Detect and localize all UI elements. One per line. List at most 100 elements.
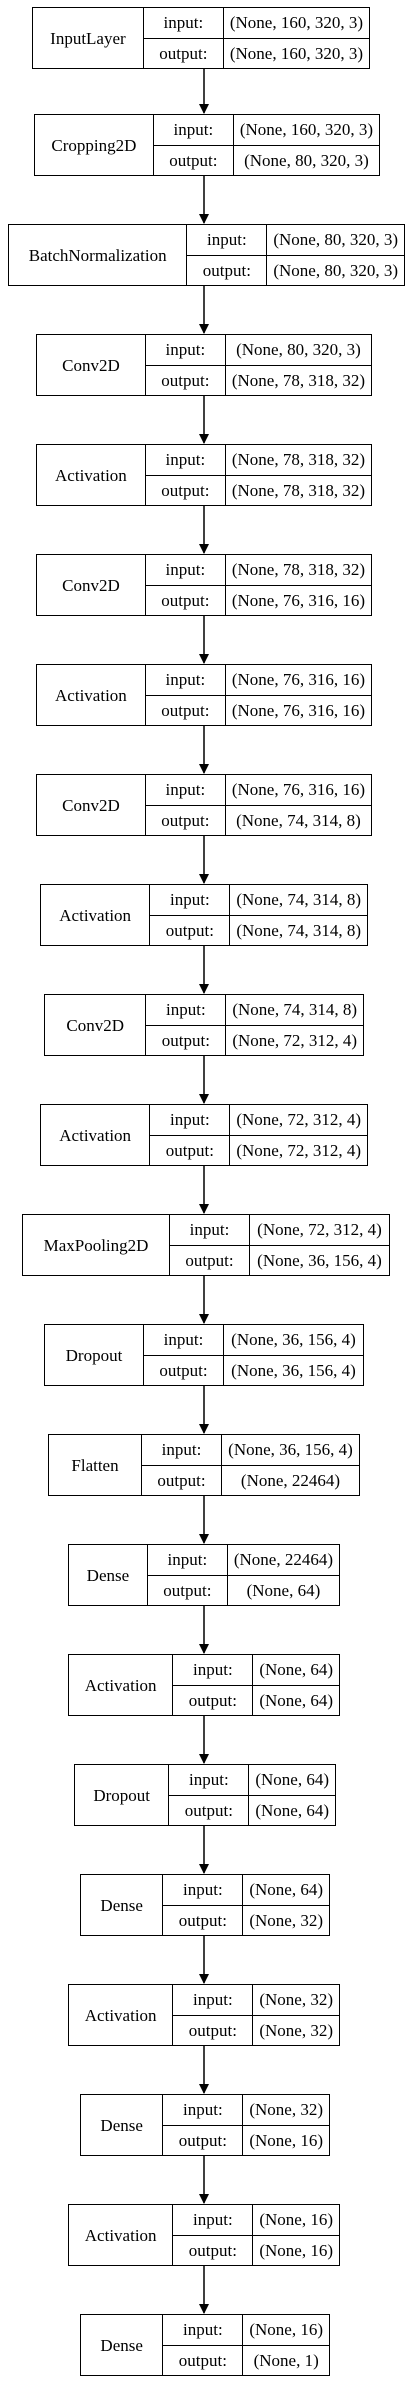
layer-io: input:(None, 36, 156, 4)output:(None, 22…	[142, 1435, 359, 1495]
layer-name: Dense	[81, 1875, 164, 1935]
input-shape: (None, 160, 320, 3)	[229, 13, 363, 33]
input-shape: (None, 64)	[255, 1770, 329, 1790]
output-label: output:	[173, 1685, 254, 1715]
input-row: input:(None, 74, 314, 8)	[150, 885, 367, 915]
input-row: input:(None, 64)	[169, 1765, 335, 1795]
layer-name: Activation	[69, 2205, 174, 2265]
layer-name: Conv2D	[45, 995, 147, 1055]
input-row: input:(None, 80, 320, 3)	[146, 335, 371, 365]
layer-io: input:(None, 160, 320, 3)output:(None, 1…	[143, 8, 369, 68]
input-shape: (None, 78, 318, 32)	[231, 560, 365, 580]
output-label: output:	[144, 1355, 224, 1385]
input-row: input: (None, 72, 312, 4)	[170, 1215, 389, 1245]
layer-name: Dropout	[75, 1765, 170, 1825]
layer-io: input:(None, 72, 312, 4)output:(None, 36…	[170, 1215, 389, 1275]
input-label: input:	[146, 445, 226, 475]
output-row: output:(None, 78, 318, 32)	[145, 364, 371, 395]
input-shape: (None, 76, 316, 16)	[231, 670, 365, 690]
input-label: input:	[173, 1985, 254, 2015]
layer-io: input:(None, 78, 318, 32)output:(None, 7…	[145, 445, 371, 505]
output-shape: (None, 64)	[255, 1800, 329, 1820]
layer-io: input:(None, 80, 320, 3)output:(None, 78…	[145, 335, 371, 395]
output-label: output:	[146, 365, 226, 395]
input-label: input:	[150, 885, 231, 915]
layer-name: Activation	[69, 1655, 174, 1715]
layer-io: input:(None, 64)output:(None, 64)	[173, 1655, 339, 1715]
output-shape: (None, 160, 320, 3)	[229, 43, 363, 63]
output-label: output:	[146, 585, 226, 615]
input-row: input:(None, 16)	[173, 2205, 339, 2235]
output-row: output:(None, 16)	[173, 2234, 339, 2265]
layer-name: Dropout	[45, 1325, 144, 1385]
layer-name: Activation	[37, 445, 146, 505]
output-row: output:(None, 32)	[173, 2014, 339, 2045]
layer-io: input:(None, 32)output:(None, 16)	[163, 2095, 329, 2155]
output-label: output:	[173, 2015, 254, 2045]
input-row: input:(None, 64)	[173, 1655, 339, 1685]
output-row: output:(None, 72, 312, 4)	[150, 1134, 367, 1165]
input-label: input:	[169, 1765, 250, 1795]
input-row: input:(None, 160, 320, 3)	[144, 8, 369, 38]
layer-name: Conv2D	[37, 335, 146, 395]
output-row: output:(None, 76, 316, 16)	[145, 584, 371, 615]
input-row: input:(None, 72, 312, 4)	[150, 1105, 367, 1135]
input-row: input:(None, 36, 156, 4)	[142, 1435, 359, 1465]
input-label: input:	[146, 665, 226, 695]
input-label: input:	[144, 8, 224, 38]
input-shape: (None, 16)	[259, 2210, 333, 2230]
layer-io: input:(None, 32)output:(None, 32)	[173, 1985, 339, 2045]
layer-name: Flatten	[49, 1435, 142, 1495]
layer-io: input:(None, 72, 312, 4)output:(None, 72…	[150, 1105, 367, 1165]
input-shape: (None, 78, 318, 32)	[231, 450, 365, 470]
output-shape: (None, 72, 312, 4)	[232, 1030, 357, 1050]
output-shape: (None, 78, 318, 32)	[231, 370, 365, 390]
output-label: output:	[144, 38, 224, 68]
layer-io: input:(None, 76, 316, 16)output:(None, 7…	[145, 775, 371, 835]
output-shape: (None, 32)	[259, 2020, 333, 2040]
output-shape: (None, 76, 316, 16)	[231, 700, 365, 720]
input-shape: (None, 72, 312, 4)	[257, 1220, 382, 1240]
layer-io: input:(None, 64)output:(None, 32)	[163, 1875, 329, 1935]
output-row: output:(None, 32)	[163, 1904, 329, 1935]
output-label: output:	[146, 805, 226, 835]
output-row: output:(None, 74, 314, 8)	[150, 914, 367, 945]
input-label: input:	[148, 1545, 228, 1575]
output-shape: (None, 1)	[253, 2350, 319, 2370]
layer-name: Dense	[69, 1545, 148, 1605]
input-shape: (None, 32)	[259, 1990, 333, 2010]
input-label: input:	[163, 2315, 244, 2345]
layer-name: Activation	[69, 1985, 174, 2045]
output-label: output:	[150, 1135, 231, 1165]
layer-name: Conv2D	[37, 555, 146, 615]
input-row: input:(None, 36, 156, 4)	[144, 1325, 363, 1355]
input-shape: (None, 36, 156, 4)	[228, 1440, 353, 1460]
output-label: output:	[146, 1025, 227, 1055]
input-shape: (None, 74, 314, 8)	[236, 890, 361, 910]
input-shape: (None, 72, 312, 4)	[236, 1110, 361, 1130]
input-shape: (None, 16)	[249, 2320, 323, 2340]
input-row: input:(None, 16)	[163, 2315, 329, 2345]
output-label: output:	[163, 2125, 244, 2155]
output-row: output:(None, 64)	[173, 1684, 339, 1715]
input-row: input:(None, 22464)	[148, 1545, 339, 1575]
input-row: input:(None, 76, 316, 16)	[146, 775, 371, 805]
output-label: output:	[146, 695, 226, 725]
input-row: input:(None, 74, 314, 8)	[146, 995, 363, 1025]
layer-io: input:(None, 16)output:(None, 16)	[173, 2205, 339, 2265]
output-row: output:(None, 1)	[163, 2344, 329, 2375]
input-row: input:(None, 80, 320, 3)	[187, 225, 404, 255]
output-shape: (None, 36, 156, 4)	[231, 1360, 356, 1380]
output-label: output:	[169, 1795, 250, 1825]
layer-io: input:(None, 74, 314, 8)output:(None, 72…	[146, 995, 363, 1055]
input-label: input:	[170, 1215, 250, 1245]
